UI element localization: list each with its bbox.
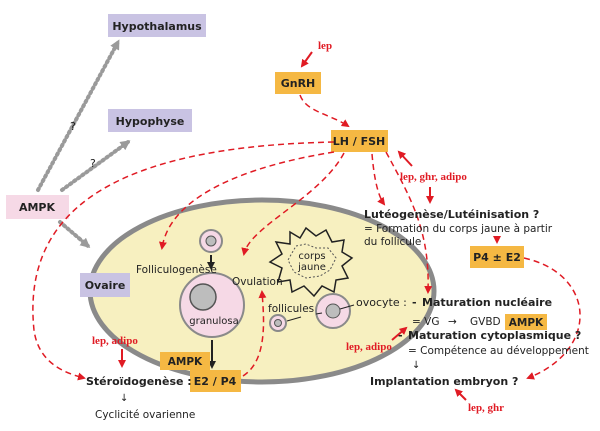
ampk-inline-label: AMPK: [509, 317, 544, 329]
arrow-lepghr-to-implantation: [454, 388, 467, 401]
luteogenese-desc-1: = Formation du corps jaune à partir: [364, 223, 553, 235]
regulator-lep-ghr: lep, ghr: [468, 402, 504, 414]
maturation-down-arrow: ↓: [412, 360, 420, 371]
gnrh-label: GnRH: [281, 77, 316, 90]
regulator-lep-adipo-left: lep, adipo: [92, 335, 138, 347]
steroido-down-arrow: ↓: [120, 393, 128, 404]
lh-fsh-box: [331, 130, 388, 152]
maturation-nucleaire-dash: -: [412, 296, 417, 309]
maturation-nucleaire-arrow: →: [448, 316, 457, 328]
arrow-lhfsh-to-maturation: [385, 151, 433, 294]
regulator-lep-ghr-adipo: lep, ghr, adipo: [400, 171, 467, 183]
arrow-ampk-to-hypophyse: [60, 140, 131, 192]
arrow-ampk-to-hypothalamus: [36, 39, 120, 192]
ampk-stero-label: AMPK: [168, 356, 203, 368]
corps-jaune-label-2: jaune: [297, 262, 326, 273]
follicle-1-oocyte: [274, 319, 282, 327]
question-mark-hypothalamus: ?: [70, 120, 76, 133]
corps-jaune-label-1: corps: [298, 251, 325, 262]
hypothalamus-box: [108, 14, 206, 37]
maturation-nucleaire-vg: = VG: [412, 316, 439, 328]
arrow-lepghradipo-to-lhfsh: [397, 150, 413, 167]
luteogenese-title: Lutéogenèse/Lutéinisation ?: [364, 208, 539, 221]
ampk-inline-box: [505, 314, 547, 330]
arrow-lep-to-gnrh: [300, 51, 313, 68]
arrow-lepadipo-to-maturation: [391, 326, 408, 341]
hypothalamus-label: Hypothalamus: [112, 20, 202, 33]
follicules-label: follicules: [268, 303, 314, 315]
e2-p4-box: [190, 370, 241, 392]
arrow-gnrh-to-lhfsh: [299, 94, 350, 128]
maturation-nucleaire-title: Maturation nucléaire: [422, 296, 552, 309]
p4-e2-box: [470, 246, 524, 268]
p4-e2-label: P4 ± E2: [473, 251, 521, 264]
ampk-stero-box: [160, 352, 210, 370]
folliculogenese-label: Folliculogenèse: [136, 264, 217, 276]
arrow-lhfsh-to-ovulation: [241, 152, 345, 256]
large-follicle-oocyte: [189, 283, 217, 311]
steroidogenese-label: Stéroïdogenèse :: [86, 375, 192, 388]
question-mark-hypophyse: ?: [90, 157, 96, 170]
lh-fsh-label: LH / FSH: [333, 135, 386, 148]
ampk-left-label: AMPK: [19, 201, 56, 214]
e2-p4-label: E2 / P4: [194, 375, 237, 388]
corps-jaune-shape: [268, 226, 354, 298]
arrow-ampk-to-ovaire: [58, 220, 91, 248]
arrow-lhfsh-to-folliculogenese: [158, 151, 335, 250]
cyclicite-label: Cyclicité ovarienne: [95, 409, 195, 421]
regulator-lep-adipo-mid: lep, adipo: [346, 341, 392, 353]
regulator-lep-top: lep: [318, 40, 332, 52]
corps-jaune-inner: [287, 243, 337, 279]
arrow-lhfsh-to-steroido: [32, 141, 335, 381]
ovaire-box: [80, 273, 130, 297]
luteogenese-desc-2: du follicule: [364, 236, 421, 248]
arrow-e2p4-to-ovulation: [242, 290, 267, 377]
implantation-label: Implantation embryon ?: [370, 375, 518, 388]
small-follicle-oocyte: [205, 235, 217, 247]
maturation-cyto-dash: -: [398, 329, 403, 342]
gnrh-box: [275, 72, 321, 94]
ovaire-label: Ovaire: [85, 279, 126, 292]
maturation-cyto-title: Maturation cytoplasmique ?: [408, 329, 581, 342]
follicle-2-oocyte: [325, 303, 341, 319]
arrow-p4e2-to-implantation: [523, 257, 581, 380]
ovocyte-pointer: [339, 304, 355, 310]
granulosa-label: granulosa: [189, 316, 239, 327]
maturation-nucleaire-gvbd: GVBD: [470, 316, 501, 328]
arrow-lhfsh-to-luteo: [371, 153, 386, 206]
ampk-left-box: [6, 195, 69, 219]
ovulation-label: Ovulation: [232, 276, 283, 288]
maturation-cyto-desc: = Compétence au développement: [408, 345, 589, 357]
ovocyte-label: ovocyte :: [356, 296, 407, 309]
follicules-pointer-1: [286, 316, 302, 322]
follicules-pointer-2: [315, 312, 323, 315]
hypophyse-label: Hypophyse: [116, 115, 185, 128]
hypophyse-box: [108, 109, 192, 132]
